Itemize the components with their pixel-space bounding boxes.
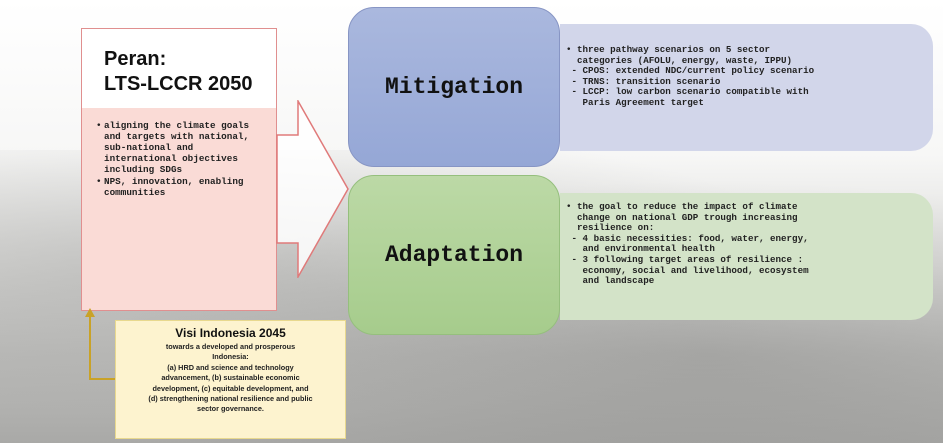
adaptation-label: Adaptation	[384, 242, 524, 268]
visi-title: Visi Indonesia 2045	[175, 326, 286, 340]
mitigation-line: categories (AFOLU, energy, waste, IPPU)	[566, 54, 793, 66]
mitigation-line: - TRNS: transition scenario	[566, 75, 721, 87]
visi-line: advancement, (b) sustainable economic	[161, 373, 300, 383]
visi-line: towards a developed and prosperous	[165, 342, 296, 351]
peran-title-line1: Peran:	[104, 48, 167, 70]
visi-line: development, (c) equitable development, …	[152, 383, 309, 393]
adaptation-line: change on national GDP trough increasing	[566, 211, 798, 223]
visi-line: sector governance.	[197, 404, 264, 414]
mitigation-line: - CPOS: extended NDC/current policy scen…	[566, 65, 815, 77]
adaptation-line: and environmental health	[566, 243, 715, 255]
right-arrow-icon	[276, 100, 349, 278]
peran-box: Peran: LTS-LCCR 2050 aligning the climat…	[81, 28, 277, 311]
visi-line: (a) HRD and science and technology	[167, 362, 294, 372]
visi-line: (d) strengthening national resilience an…	[148, 394, 313, 404]
mitigation-box: Mitigation	[348, 7, 560, 167]
mitigation-line: Paris Agreement target	[566, 96, 704, 108]
mitigation-details: • three pathway scenarios on 5 sector ca…	[566, 44, 815, 109]
adaptation-box: Adaptation	[348, 175, 560, 335]
peran-bullet: NPS, innovation, enabling communities	[96, 176, 270, 198]
adaptation-line: • the goal to reduce the impact of clima…	[566, 201, 798, 212]
adaptation-line: economy, social and livelihood, ecosyste…	[566, 264, 809, 276]
mitigation-line: • three pathway scenarios on 5 sector	[566, 44, 770, 55]
adaptation-line: and landscape	[566, 275, 655, 287]
mitigation-panel	[560, 24, 933, 151]
peran-title-line2: LTS-LCCR 2050	[104, 73, 253, 95]
visi-box: Visi Indonesia 2045 towards a developed …	[115, 320, 346, 439]
adaptation-line: - 3 following target areas of resilience…	[566, 253, 804, 265]
adaptation-line: resilience on:	[566, 222, 655, 234]
adaptation-details: • the goal to reduce the impact of clima…	[566, 201, 809, 287]
peran-bullet-panel: aligning the climate goals and targets w…	[82, 108, 276, 310]
peran-bullet: aligning the climate goals and targets w…	[96, 120, 270, 175]
adaptation-panel	[560, 193, 933, 320]
connector-arrow-icon	[85, 308, 116, 380]
visi-line: Indonesia:	[212, 352, 249, 362]
mitigation-line: - LCCP: low carbon scenario compatible w…	[566, 86, 809, 98]
mitigation-label: Mitigation	[384, 74, 524, 100]
adaptation-line: - 4 basic necessities: food, water, ener…	[566, 232, 809, 244]
peran-title: Peran: LTS-LCCR 2050	[104, 47, 253, 97]
visi-body: towards a developed and prosperous Indon…	[116, 340, 345, 415]
